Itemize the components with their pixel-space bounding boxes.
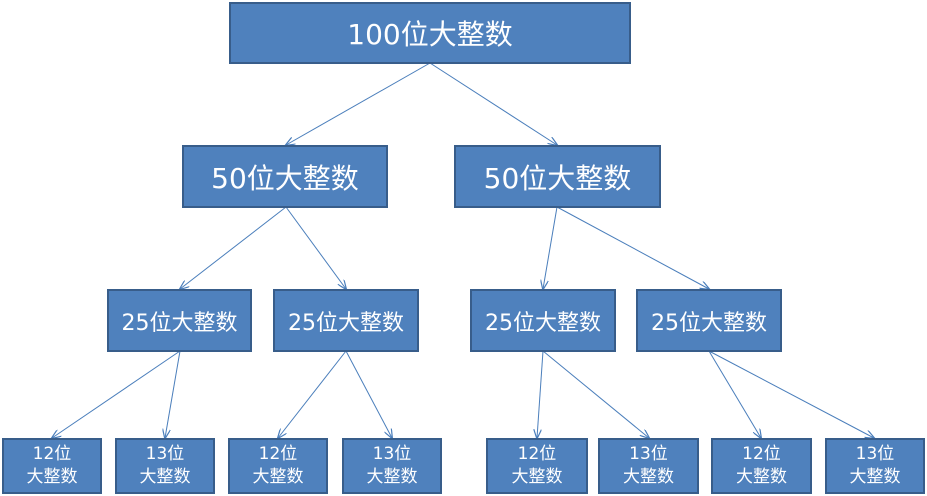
level3-node-line1: 13位	[855, 444, 895, 464]
level1-node-label: 50位大整数	[483, 161, 632, 195]
level3-node-line1: 12位	[517, 444, 557, 464]
root-node: 100位大整数	[229, 2, 631, 64]
level3-node-line2: 大整数	[139, 467, 191, 487]
edge-l2-3-to-l3-6	[708, 350, 761, 438]
edge-l2-3-to-l3-7	[708, 350, 874, 438]
edge-l2-2-to-l3-5	[542, 350, 649, 438]
level3-node-7: 13位 大整数	[825, 438, 925, 494]
edge-root-to-l1-0	[286, 62, 431, 145]
level1-node-label: 50位大整数	[211, 161, 359, 195]
root-node-label: 100位大整数	[347, 18, 513, 51]
level2-node-label: 25位大整数	[288, 310, 404, 336]
level3-node-4: 12位 大整数	[486, 438, 588, 494]
level3-node-line1: 13位	[629, 444, 668, 464]
level3-node-line2: 大整数	[849, 467, 901, 487]
level3-node-line1: 13位	[145, 444, 185, 464]
level3-node-line1: 12位	[742, 444, 781, 464]
level2-node-0: 25位大整数	[107, 289, 252, 352]
level1-node-1: 50位大整数	[454, 145, 661, 208]
edge-l2-2-to-l3-4	[537, 350, 544, 438]
level3-node-3: 13位 大整数	[342, 438, 442, 494]
level3-node-line1: 13位	[372, 444, 412, 464]
level3-node-line2: 大整数	[26, 467, 78, 487]
level3-node-line2: 大整数	[252, 467, 304, 487]
level3-node-line1: 12位	[32, 444, 72, 464]
level1-node-0: 50位大整数	[182, 145, 388, 208]
level3-node-2: 12位 大整数	[228, 438, 328, 494]
level2-node-label: 25位大整数	[651, 310, 767, 336]
level3-node-line2: 大整数	[623, 467, 674, 487]
edge-l1-0-to-l2-0	[180, 206, 287, 289]
level3-node-1: 13位 大整数	[115, 438, 215, 494]
edge-l2-1-to-l3-2	[278, 350, 347, 438]
edge-l2-0-to-l3-1	[165, 350, 181, 438]
level2-node-1: 25位大整数	[273, 289, 419, 352]
edge-l2-0-to-l3-0	[52, 350, 181, 438]
level2-node-label: 25位大整数	[121, 310, 238, 336]
level2-node-3: 25位大整数	[636, 289, 782, 352]
level3-node-6: 12位 大整数	[711, 438, 812, 494]
edge-l1-1-to-l2-3	[556, 206, 709, 289]
edge-l2-1-to-l3-3	[345, 350, 392, 438]
level3-node-5: 13位 大整数	[598, 438, 699, 494]
level3-node-0: 12位 大整数	[2, 438, 102, 494]
level3-node-line2: 大整数	[511, 467, 563, 487]
edge-l1-1-to-l2-2	[543, 206, 558, 289]
level2-node-label: 25位大整数	[485, 310, 601, 336]
level2-node-2: 25位大整数	[470, 289, 616, 352]
level3-node-line1: 12位	[258, 444, 298, 464]
level3-node-line2: 大整数	[366, 467, 418, 487]
level3-node-line2: 大整数	[736, 467, 787, 487]
edge-l1-0-to-l2-1	[285, 206, 346, 289]
edge-root-to-l1-1	[429, 62, 557, 145]
